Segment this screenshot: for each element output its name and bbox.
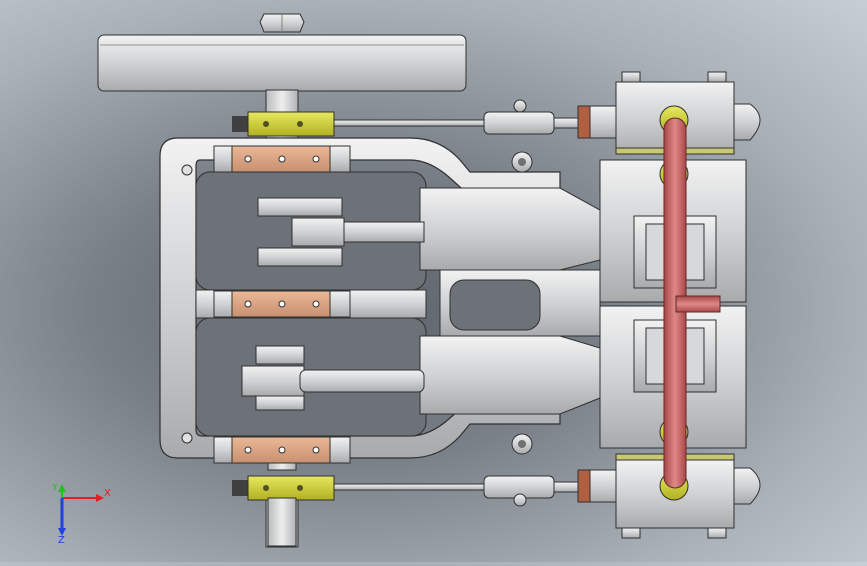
bearing-middle[interactable] <box>213 290 351 318</box>
x-axis-label: X <box>104 488 111 499</box>
valve-rod-bottom[interactable] <box>333 469 617 507</box>
output-shaft[interactable] <box>267 497 297 547</box>
flywheel[interactable] <box>97 34 467 92</box>
eccentric-bottom[interactable] <box>232 475 335 501</box>
crank-web-top[interactable] <box>257 197 345 267</box>
z-axis-label: Z <box>58 535 65 544</box>
connecting-rod-bottom[interactable] <box>299 369 425 393</box>
connecting-rod-top[interactable] <box>343 221 425 243</box>
bearing-top[interactable] <box>213 145 351 173</box>
valve-rod-top[interactable] <box>333 99 617 139</box>
coordinate-triad: X Y Z <box>48 482 118 546</box>
eccentric-top[interactable] <box>232 111 335 137</box>
hex-nut-top[interactable] <box>259 13 305 33</box>
y-axis-label: Y <box>51 484 59 493</box>
steam-pipe[interactable] <box>663 117 721 489</box>
crank-web-bottom[interactable] <box>241 345 305 411</box>
bearing-bottom[interactable] <box>213 436 351 464</box>
